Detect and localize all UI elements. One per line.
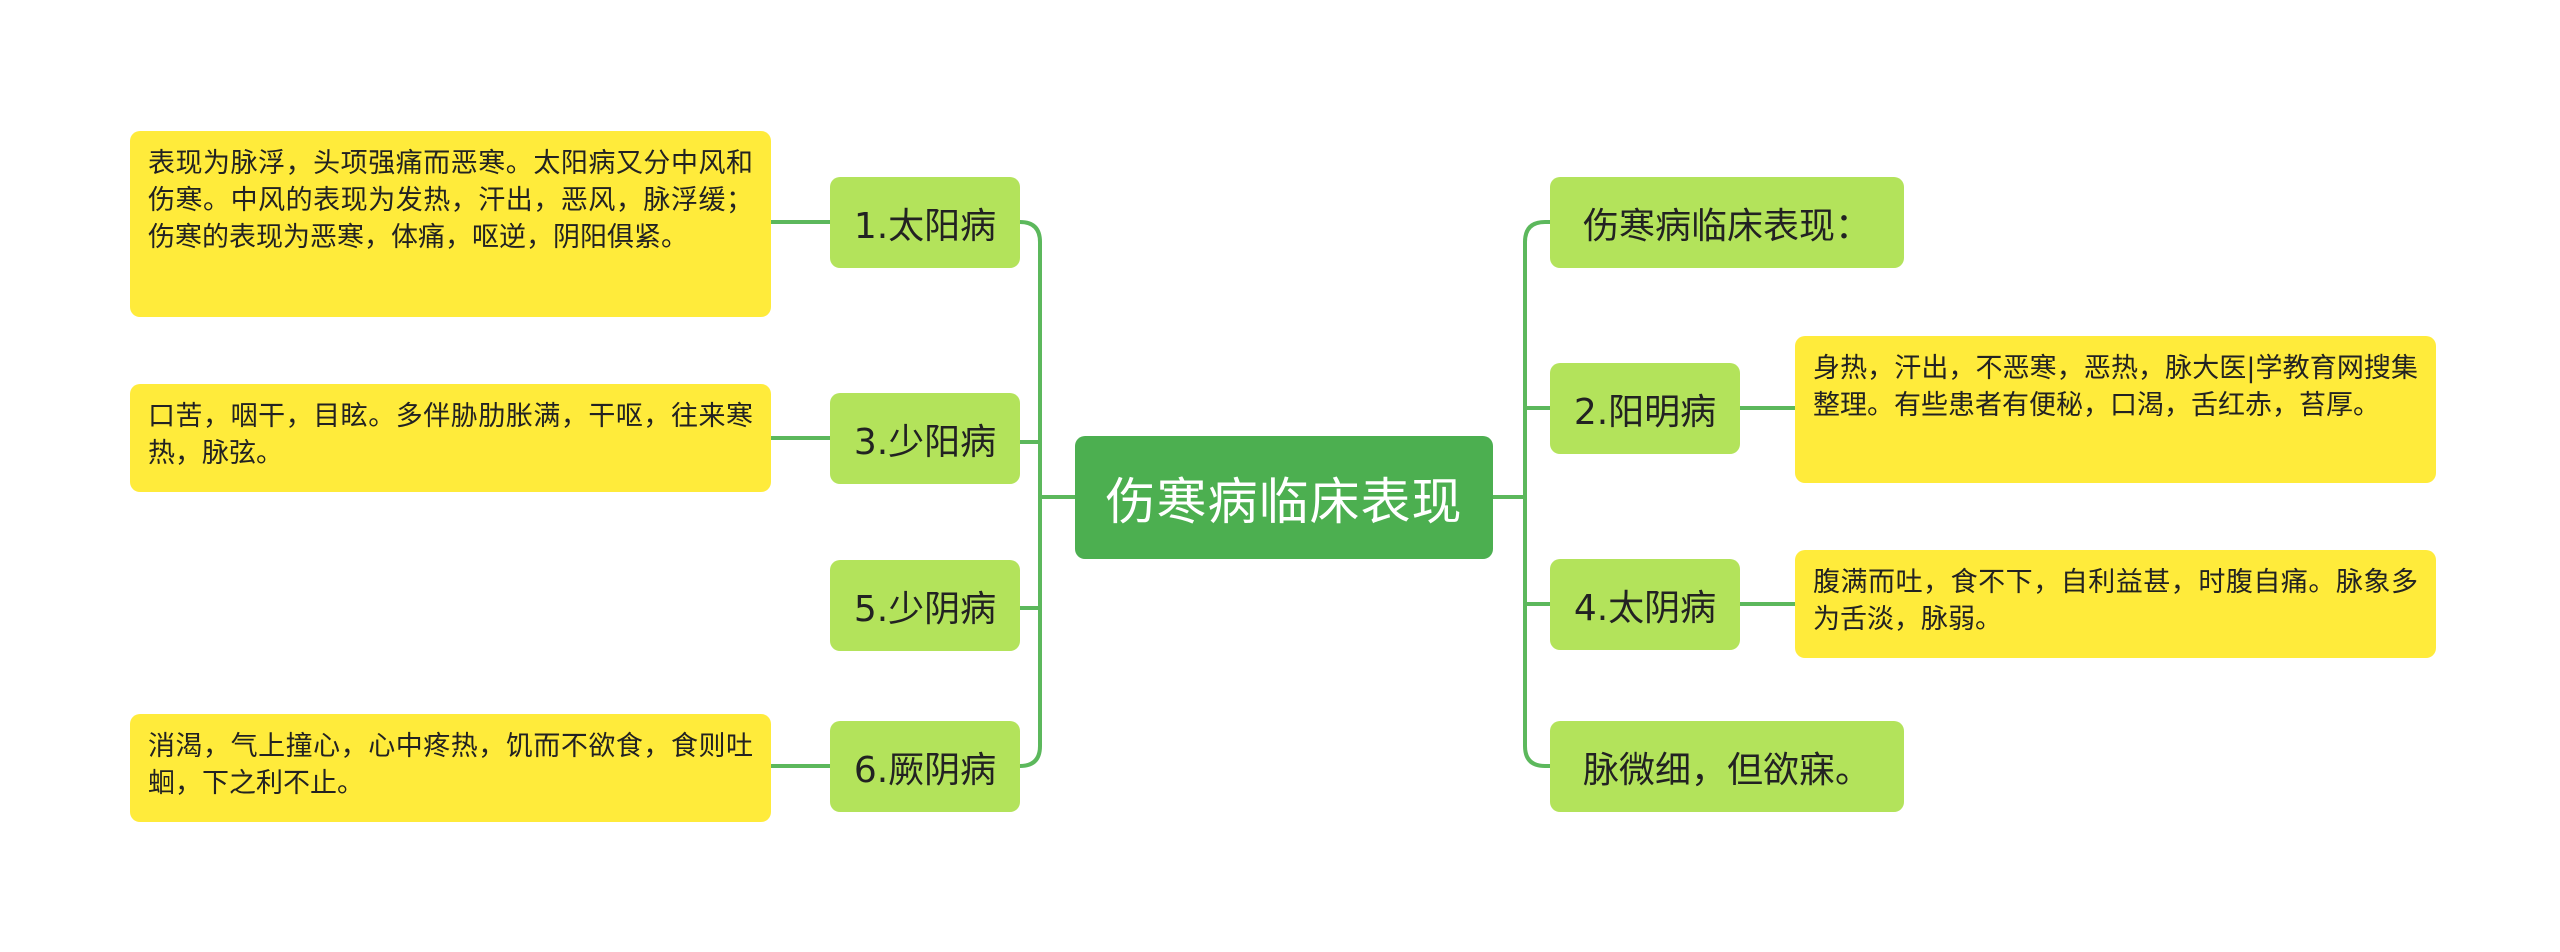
branch-label: 2.阳明病	[1573, 391, 1717, 433]
leaf-text: 消渴，气上撞心，心中疼热，饥而不欲食，食则吐蛔，下之利不止。	[148, 731, 753, 799]
branch-taiyin[interactable]: 4.太阴病	[1550, 559, 1740, 650]
branch-shaoyang[interactable]: 3.少阳病	[830, 393, 1020, 484]
connector-right-trunk	[1523, 220, 1552, 768]
branch-shaoyin[interactable]: 5.少阴病	[830, 560, 1020, 651]
root-node[interactable]: 伤寒病临床表现	[1075, 436, 1493, 559]
branch-shaoyin-summary[interactable]: 脉微细，但欲寐。	[1550, 721, 1904, 812]
leaf-taiyin-detail[interactable]: 腹满而吐，食不下，自利益甚，时腹自痛。脉象多为舌淡，脉弱。	[1795, 550, 2436, 658]
connector-left-trunk	[1018, 220, 1042, 768]
leaf-jueyin-detail[interactable]: 消渴，气上撞心，心中疼热，饥而不欲食，食则吐蛔，下之利不止。	[130, 714, 771, 822]
leaf-yangming-detail[interactable]: 身热，汗出，不恶寒，恶热，脉大医|学教育网搜集整理。有些患者有便秘，口渴，舌红赤…	[1795, 336, 2436, 483]
branch-label: 伤寒病临床表现：	[1582, 205, 1871, 247]
leaf-text: 口苦，咽干，目眩。多伴胁肋胀满，干呕，往来寒热，脉弦。	[148, 401, 753, 469]
branch-label: 6.厥阴病	[853, 749, 997, 791]
branch-label: 4.太阴病	[1573, 587, 1717, 629]
leaf-text: 腹满而吐，食不下，自利益甚，时腹自痛。脉象多为舌淡，脉弱。	[1813, 567, 2418, 635]
root-label: 伤寒病临床表现	[1105, 472, 1463, 531]
leaf-text: 身热，汗出，不恶寒，恶热，脉大医|学教育网搜集整理。有些患者有便秘，口渴，舌红赤…	[1813, 353, 2418, 421]
branch-label: 脉微细，但欲寐。	[1582, 749, 1871, 791]
branch-jueyin[interactable]: 6.厥阴病	[830, 721, 1020, 812]
branch-taiyang[interactable]: 1.太阳病	[830, 177, 1020, 268]
leaf-shaoyang-detail[interactable]: 口苦，咽干，目眩。多伴胁肋胀满，干呕，往来寒热，脉弦。	[130, 384, 771, 492]
leaf-text: 表现为脉浮，头项强痛而恶寒。太阳病又分中风和伤寒。中风的表现为发热，汗出，恶风，…	[148, 148, 753, 253]
branch-label: 3.少阳病	[853, 421, 997, 463]
leaf-taiyang-detail[interactable]: 表现为脉浮，头项强痛而恶寒。太阳病又分中风和伤寒。中风的表现为发热，汗出，恶风，…	[130, 131, 771, 317]
branch-overview[interactable]: 伤寒病临床表现：	[1550, 177, 1904, 268]
branch-label: 1.太阳病	[853, 205, 997, 247]
branch-label: 5.少阴病	[853, 588, 997, 630]
branch-yangming[interactable]: 2.阳明病	[1550, 363, 1740, 454]
